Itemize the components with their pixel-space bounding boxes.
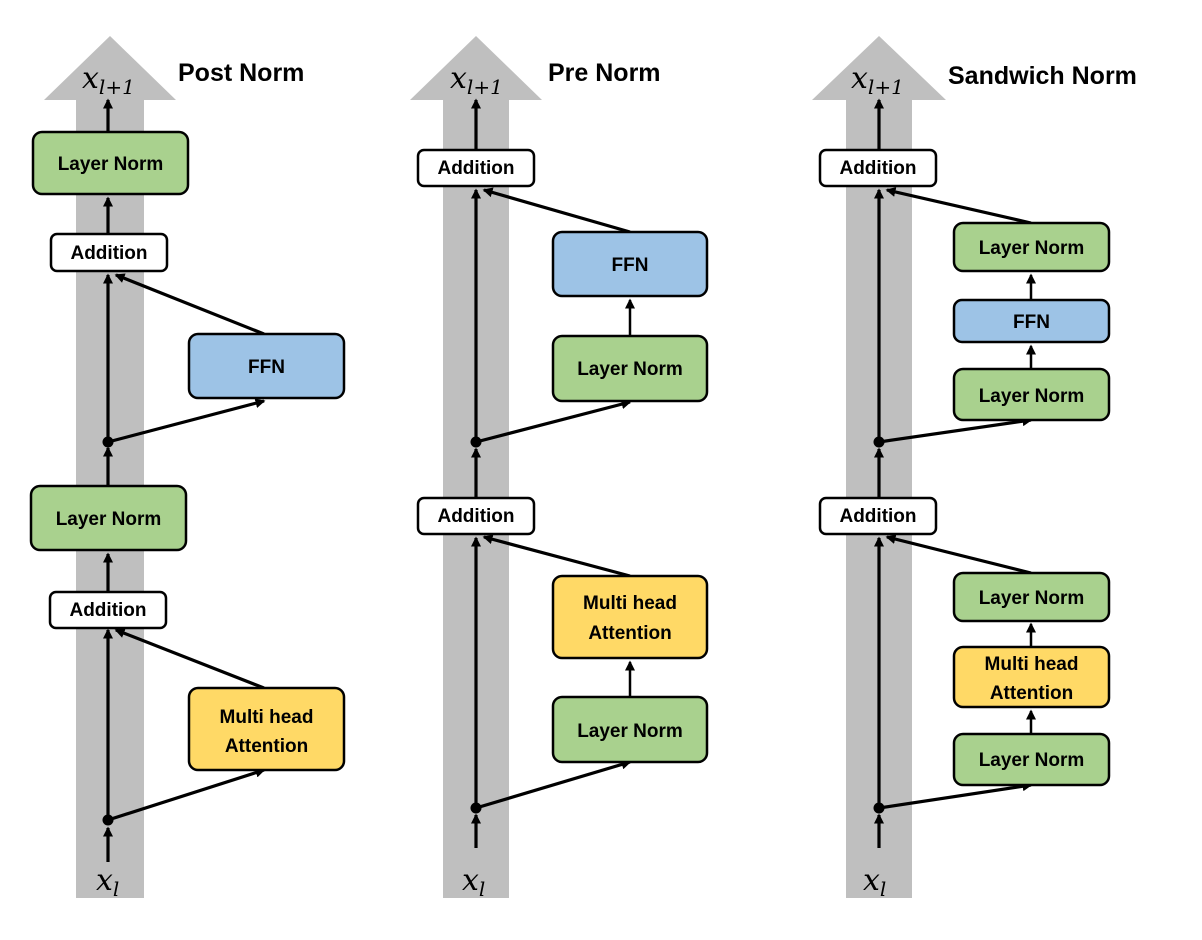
svg-text:Layer Norm: Layer Norm bbox=[979, 588, 1085, 609]
svg-text:Layer Norm: Layer Norm bbox=[56, 509, 162, 530]
svg-text:Addition: Addition bbox=[437, 158, 514, 179]
sandwich-norm-multi-head-attention: Multi head Attention bbox=[952, 645, 1111, 709]
svg-text:FFN: FFN bbox=[1013, 312, 1050, 333]
sandwich-norm-split-dot bbox=[873, 802, 885, 814]
post-norm-branch-arrow bbox=[107, 767, 266, 822]
sandwich-norm-layer-norm-ffn-pre: Layer Norm bbox=[952, 367, 1111, 422]
post-norm-addition-top: Addition bbox=[49, 232, 169, 273]
post-norm-column: Post Norm xl+1 xl Layer Norm Addition FF… bbox=[29, 36, 346, 901]
svg-text:Addition: Addition bbox=[839, 506, 916, 527]
pre-norm-multi-head-attention: Multi head Attention bbox=[551, 574, 709, 660]
sandwich-norm-ffn-out-arrow bbox=[885, 187, 1032, 225]
svg-text:Layer Norm: Layer Norm bbox=[577, 721, 683, 742]
svg-text:FFN: FFN bbox=[612, 255, 649, 276]
post-norm-split-dot bbox=[102, 814, 114, 826]
svg-text:Attention: Attention bbox=[225, 736, 308, 757]
post-norm-layer-norm-top: Layer Norm bbox=[31, 130, 190, 196]
sandwich-norm-split-dot-2 bbox=[873, 436, 885, 448]
post-norm-multi-head-attention: Multi head Attention bbox=[187, 686, 346, 772]
pre-norm-ffn: FFN bbox=[551, 230, 709, 298]
sandwich-norm-addition-bottom: Addition bbox=[818, 496, 938, 536]
sandwich-norm-branch-arrow-2 bbox=[878, 416, 1033, 444]
svg-text:Attention: Attention bbox=[588, 623, 671, 644]
pre-norm-addition-top: Addition bbox=[416, 148, 536, 188]
pre-norm-mha-out-arrow bbox=[482, 534, 631, 578]
pre-norm-branch-arrow-2 bbox=[475, 399, 632, 444]
sandwich-norm-branch-arrow bbox=[878, 781, 1033, 810]
pre-norm-input-label: xl bbox=[462, 863, 485, 901]
svg-text:Layer Norm: Layer Norm bbox=[979, 750, 1085, 771]
svg-text:Addition: Addition bbox=[70, 243, 147, 264]
sandwich-norm-input-label: xl bbox=[863, 863, 886, 901]
pre-norm-addition-bottom: Addition bbox=[416, 496, 536, 536]
sandwich-norm-attn-out-arrow bbox=[885, 534, 1032, 575]
post-norm-input-label: xl bbox=[96, 863, 119, 901]
post-norm-addition-bottom: Addition bbox=[48, 590, 168, 630]
svg-text:Attention: Attention bbox=[990, 683, 1073, 704]
post-norm-mha-out-arrow bbox=[114, 628, 265, 690]
sandwich-norm-ffn: FFN bbox=[952, 298, 1111, 344]
sandwich-norm-title: Sandwich Norm bbox=[948, 62, 1137, 90]
svg-text:Addition: Addition bbox=[437, 506, 514, 527]
svg-text:Multi head: Multi head bbox=[985, 654, 1079, 675]
sandwich-norm-layer-norm-ffn-post: Layer Norm bbox=[952, 221, 1111, 273]
svg-text:Multi head: Multi head bbox=[220, 707, 314, 728]
pre-norm-layer-norm-mha: Layer Norm bbox=[551, 695, 709, 764]
post-norm-ffn: FFN bbox=[187, 332, 346, 400]
svg-text:FFN: FFN bbox=[248, 357, 285, 378]
svg-text:Layer Norm: Layer Norm bbox=[58, 154, 164, 175]
pre-norm-output-label: xl+1 bbox=[450, 61, 503, 99]
pre-norm-ffn-out-arrow bbox=[482, 187, 631, 234]
svg-text:Addition: Addition bbox=[69, 600, 146, 621]
pre-norm-split-dot bbox=[470, 802, 482, 814]
svg-text:Layer Norm: Layer Norm bbox=[979, 238, 1085, 259]
post-norm-ffn-out-arrow bbox=[114, 273, 265, 336]
pre-norm-branch-arrow bbox=[475, 759, 632, 810]
sandwich-norm-addition-top: Addition bbox=[818, 148, 938, 188]
svg-text:Addition: Addition bbox=[839, 158, 916, 179]
sandwich-norm-output-label: xl+1 bbox=[851, 61, 904, 99]
post-norm-layer-norm-mid: Layer Norm bbox=[29, 484, 188, 552]
pre-norm-title: Pre Norm bbox=[548, 59, 661, 87]
post-norm-title: Post Norm bbox=[178, 59, 304, 87]
svg-text:Multi head: Multi head bbox=[583, 593, 677, 614]
sandwich-norm-column: Sandwich Norm xl+1 xl Addition Layer Nor… bbox=[812, 36, 1137, 901]
svg-text:Layer Norm: Layer Norm bbox=[577, 359, 683, 380]
pre-norm-split-dot-2 bbox=[470, 436, 482, 448]
pre-norm-column: Pre Norm xl+1 xl Addition FFN Layer Norm bbox=[410, 36, 709, 901]
pre-norm-layer-norm-ffn: Layer Norm bbox=[551, 334, 709, 403]
post-norm-branch-arrow-2 bbox=[107, 398, 266, 444]
post-norm-output-label: xl+1 bbox=[82, 61, 135, 99]
post-norm-split-dot-2 bbox=[102, 436, 114, 448]
sandwich-norm-layer-norm-mha-post: Layer Norm bbox=[952, 571, 1111, 623]
sandwich-norm-layer-norm-mha-pre: Layer Norm bbox=[952, 732, 1111, 787]
svg-text:Layer Norm: Layer Norm bbox=[979, 386, 1085, 407]
